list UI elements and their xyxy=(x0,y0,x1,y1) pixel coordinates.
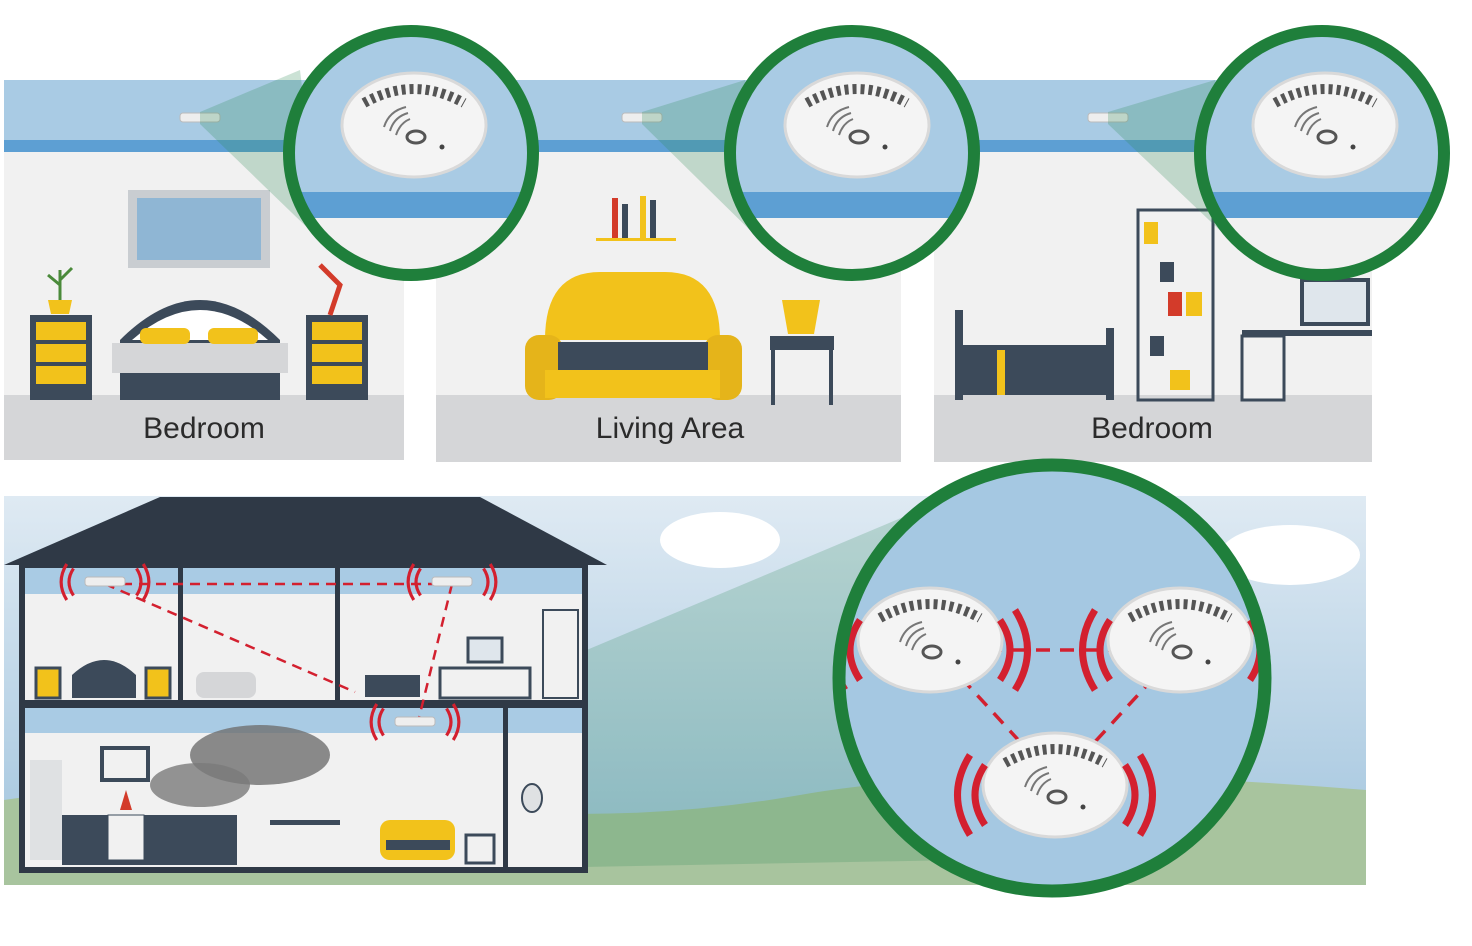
smoke-detector-icon xyxy=(785,73,929,177)
smoke-detector-icon xyxy=(1253,73,1397,177)
detector-zoom-1 xyxy=(200,25,539,281)
detector-zoom-2 xyxy=(642,25,980,281)
interconnect-link-icon xyxy=(104,582,454,723)
smoke-detector-icon xyxy=(1108,588,1252,692)
smoke-detector-icon xyxy=(983,733,1127,837)
detector-zoom-3 xyxy=(1108,25,1450,281)
smoke-detector-icon xyxy=(342,73,486,177)
smoke-detector-icon xyxy=(858,588,1002,692)
room-label: Bedroom xyxy=(1091,412,1213,445)
interconnected-detectors-zoom xyxy=(832,458,1272,898)
room-label: Living Area xyxy=(596,412,745,445)
room-label: Bedroom xyxy=(143,412,265,445)
